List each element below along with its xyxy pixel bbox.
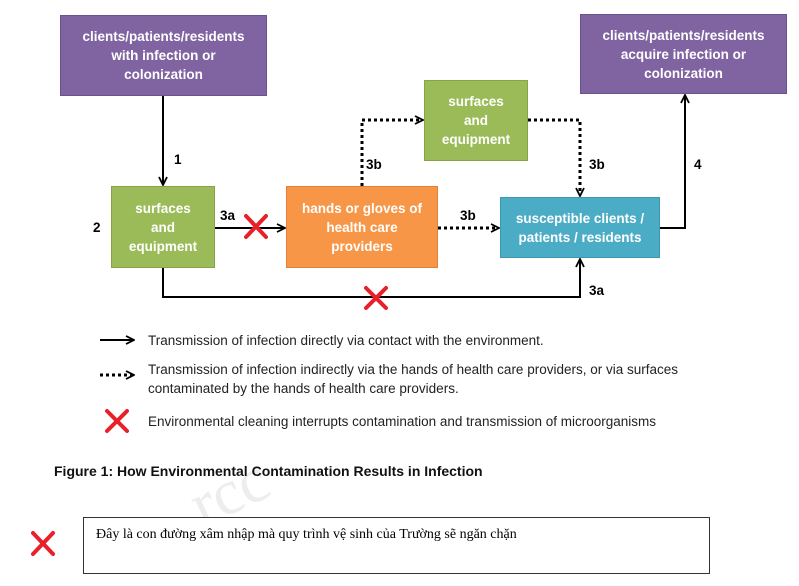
legend-dotted-text: Transmission of infection indirectly via… xyxy=(148,362,679,396)
legend-cross-text: Environmental cleaning interrupts contam… xyxy=(148,414,656,429)
arrow-4 xyxy=(660,96,685,229)
note-box: Đây là con đường xâm nhập mà quy trình v… xyxy=(83,517,710,574)
hands-gloves-box: hands or gloves of health care providers xyxy=(286,186,438,268)
note-cross-icon xyxy=(31,531,55,556)
susceptible-clients-box: susceptible clients / patients / residen… xyxy=(500,197,660,258)
label-4: 4 xyxy=(694,157,702,172)
cross-mark-left xyxy=(244,214,268,239)
label-3b-down: 3b xyxy=(589,157,605,172)
acquire-infection-box: clients/patients/residents acquire infec… xyxy=(580,14,787,94)
arrow-3b-up xyxy=(360,120,422,186)
label-1: 1 xyxy=(174,152,182,167)
label-3b-mid: 3b xyxy=(460,208,476,223)
note-text: Đây là con đường xâm nhập mà quy trình v… xyxy=(96,527,517,542)
arrow-3a-bottom xyxy=(162,260,580,298)
legend-solid-text: Transmission of infection directly via c… xyxy=(148,333,544,348)
legend-cross-icon xyxy=(105,409,129,433)
label-3a-left: 3a xyxy=(220,208,236,223)
arrow-3b-down xyxy=(528,118,580,195)
label-3a-bottom: 3a xyxy=(589,283,605,298)
label-3b-up: 3b xyxy=(366,157,382,172)
source-box: clients/patients/residents with infectio… xyxy=(60,15,267,96)
cross-mark-bottom xyxy=(364,286,388,310)
surfaces-equipment-top-box: surfaces and equipment xyxy=(424,80,528,161)
figure-caption: Figure 1: How Environmental Contaminatio… xyxy=(54,463,483,479)
label-2: 2 xyxy=(93,220,101,235)
surfaces-equipment-left-box: surfaces and equipment xyxy=(111,186,215,268)
